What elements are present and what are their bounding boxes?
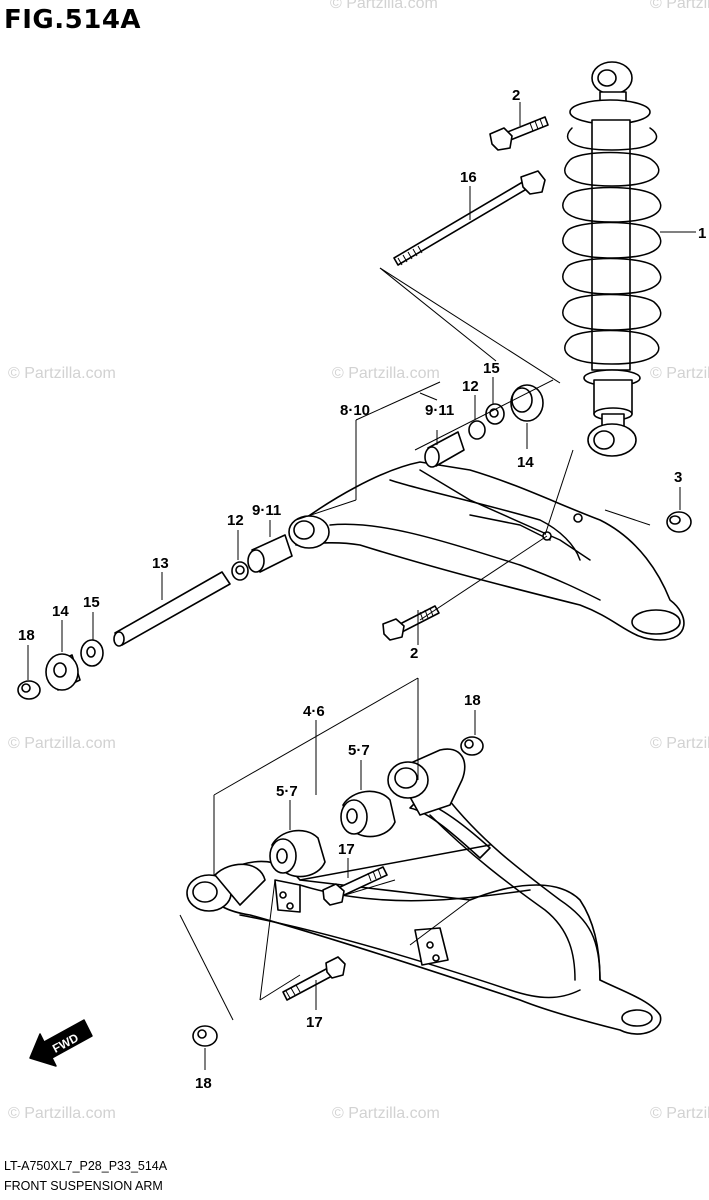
figure-title: FIG.514A — [4, 5, 141, 35]
callout-9-11-top[interactable]: 9·11 — [425, 402, 454, 419]
callout-2-top[interactable]: 2 — [512, 87, 520, 104]
callout-9-11-left[interactable]: 9·11 — [252, 502, 281, 519]
watermark: © Partzilla.com — [8, 1105, 116, 1122]
footer-code: LT-A750XL7_P28_P33_514A — [4, 1159, 168, 1173]
bushings-5-7 — [269, 790, 396, 878]
callout-16[interactable]: 16 — [460, 169, 477, 186]
callout-5-7-b[interactable]: 5·7 — [348, 742, 370, 759]
footer-caption: FRONT SUSPENSION ARM — [4, 1179, 163, 1193]
callout-18-right[interactable]: 18 — [464, 692, 481, 709]
callout-18-upper[interactable]: 18 — [18, 627, 35, 644]
callout-4-6[interactable]: 4·6 — [303, 703, 325, 720]
assembly-lines-lower — [179, 879, 471, 1021]
callout-leaders — [27, 102, 696, 1070]
callout-15-top[interactable]: 15 — [483, 360, 500, 377]
fwd-arrow-icon: FWD — [29, 1019, 93, 1067]
callout-3[interactable]: 3 — [674, 469, 682, 486]
upper-suspension-arm — [288, 461, 685, 641]
callout-1[interactable]: 1 — [698, 225, 706, 242]
upper-pivot-parts-top — [424, 384, 544, 468]
callout-2-mid[interactable]: 2 — [410, 645, 418, 662]
watermark: © Partzilla.com — [332, 1105, 440, 1122]
watermark: © Partzilla.com — [8, 735, 116, 752]
callout-12-top[interactable]: 12 — [462, 378, 479, 395]
callouts: 2 1 16 3 2 15 12 14 8·10 9·11 9·11 12 13… — [18, 87, 706, 1092]
watermark: © Partzilla.com — [650, 365, 709, 382]
bolt-2-top — [489, 116, 549, 151]
callout-5-7-a[interactable]: 5·7 — [276, 783, 298, 800]
watermark: © Partzilla.com — [332, 365, 440, 382]
callout-12-left[interactable]: 12 — [227, 512, 244, 529]
callout-14-left[interactable]: 14 — [52, 603, 69, 620]
bolt-17-right — [322, 866, 388, 906]
watermark: © Partzilla.com — [650, 735, 709, 752]
lower-suspension-arm — [186, 748, 662, 1035]
bolt-17-left — [282, 956, 346, 1001]
watermark: © Partzilla.com — [650, 1105, 709, 1122]
assembly-lines-upper — [379, 267, 651, 621]
watermarks: © Partzilla.com © Partzilla.com © Partzi… — [8, 0, 709, 1122]
nut-3 — [666, 511, 692, 533]
callout-17-left[interactable]: 17 — [306, 1014, 323, 1031]
callout-8-10[interactable]: 8·10 — [340, 402, 370, 419]
watermark: © Partzilla.com — [330, 0, 438, 12]
callout-14-top[interactable]: 14 — [517, 454, 534, 471]
long-bolt-16 — [393, 170, 546, 266]
callout-17-right[interactable]: 17 — [338, 841, 355, 858]
upper-pivot-parts-left — [17, 534, 293, 700]
callout-15-left[interactable]: 15 — [83, 594, 100, 611]
callout-13[interactable]: 13 — [152, 555, 169, 572]
nut-18-right — [460, 736, 484, 756]
watermark: © Partzilla.com — [650, 0, 709, 12]
watermark: © Partzilla.com — [8, 365, 116, 382]
callout-18-bottom[interactable]: 18 — [195, 1075, 212, 1092]
shock-absorber — [562, 61, 662, 457]
bolt-2-mid — [382, 605, 440, 641]
nut-18-bottom — [192, 1025, 218, 1047]
